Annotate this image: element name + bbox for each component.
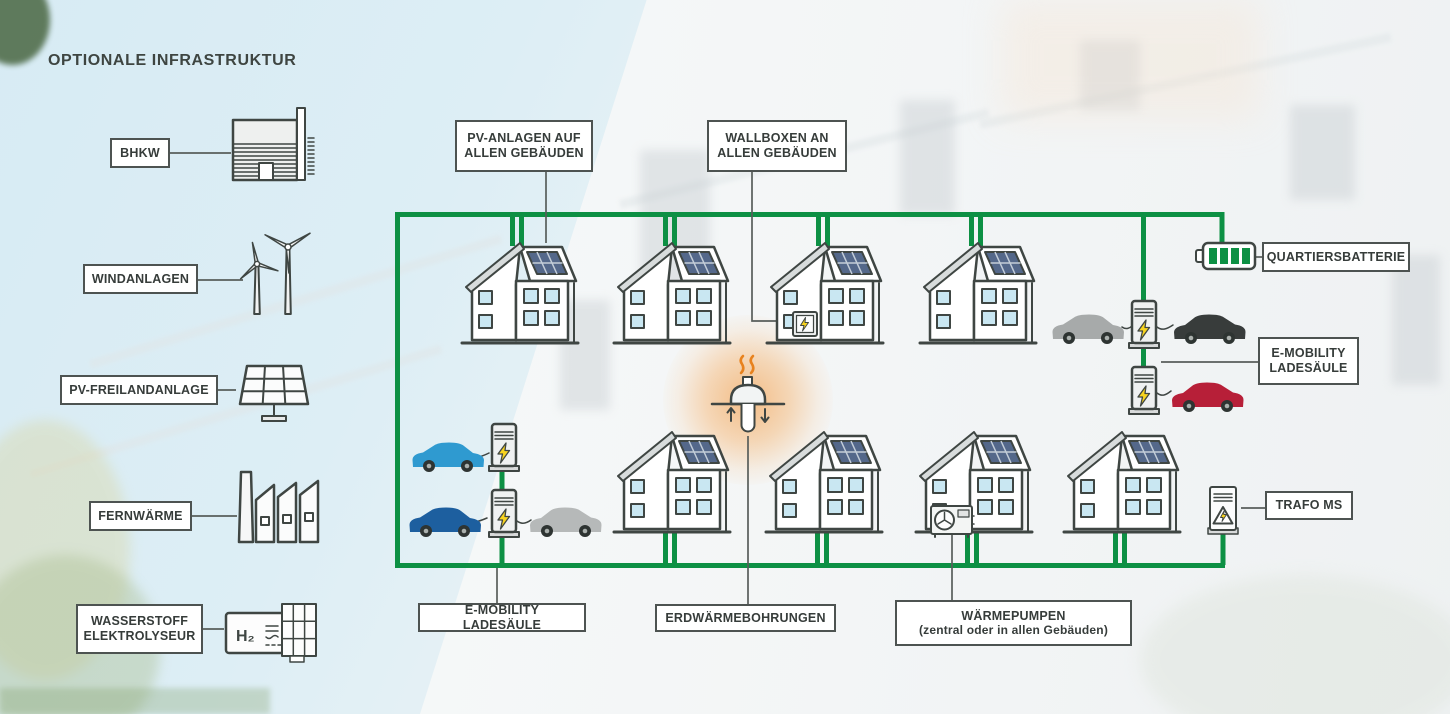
district-battery-icon xyxy=(1195,241,1257,271)
ev-car-red xyxy=(1172,382,1244,412)
callout-e-mobility-ladesaeule-bottom: E-MOBILITY LADESÄULE xyxy=(418,603,586,632)
wind-turbines-icon xyxy=(239,232,311,315)
callout-e-mobility-ladesaeule-right: E-MOBILITY LADESÄULE xyxy=(1258,337,1359,385)
callout-connectors xyxy=(170,152,1265,630)
callout-wallboxen: WALLBOXEN AN ALLEN GEBÄUDEN xyxy=(707,120,847,172)
callout-waermepumpen: WÄRMEPUMPEN (zentral oder in allen Gebäu… xyxy=(895,600,1132,646)
house-with-rooftop-pv-icon xyxy=(612,430,732,534)
callout-erdwaermebohrungen: ERDWÄRMEBOHRUNGEN xyxy=(655,604,836,632)
house-with-rooftop-pv-icon xyxy=(1062,430,1182,534)
ground-mounted-pv-icon xyxy=(238,364,310,422)
callout-waermepumpen-title: WÄRMEPUMPEN xyxy=(961,608,1066,623)
houses-with-rooftop-pv xyxy=(460,241,1182,534)
callout-quartiersbatterie: QUARTIERSBATTERIE xyxy=(1262,242,1410,272)
ev-charging-station-icon xyxy=(1127,365,1161,416)
district-heating-icon xyxy=(237,470,320,544)
ev-charging-station-icon xyxy=(487,422,521,473)
ev-car-black xyxy=(1174,314,1246,344)
ev-charging-station-icon xyxy=(487,488,521,539)
sidebar-item-wasserstoff-elektrolyseur: WASSERSTOFF ELEKTROLYSEUR xyxy=(76,604,203,654)
ev-car-light-blue xyxy=(412,442,484,472)
sidebar-item-windanlagen: WINDANLAGEN xyxy=(83,264,198,294)
ev-car-silver xyxy=(530,507,602,537)
h2-label: H₂ xyxy=(236,628,255,645)
sidebar-item-fernwaerme: FERNWÄRME xyxy=(89,501,192,531)
geothermal-probe-icon xyxy=(710,354,786,433)
wallbox-icon xyxy=(792,311,818,337)
sidebar-item-pv-freilandanlage: PV-FREILANDANLAGE xyxy=(60,375,218,405)
page-title: OPTIONALE INFRASTRUKTUR xyxy=(48,52,297,69)
ev-charging-station-icon xyxy=(1127,299,1161,350)
house-with-rooftop-pv-icon xyxy=(764,430,884,534)
callout-trafo-ms: TRAFO MS xyxy=(1265,491,1353,520)
house-with-rooftop-pv-icon xyxy=(460,241,580,345)
house-with-rooftop-pv-icon xyxy=(765,241,885,345)
house-with-rooftop-pv-icon xyxy=(918,241,1038,345)
callout-pv-anlagen: PV-ANLAGEN AUF ALLEN GEBÄUDEN xyxy=(455,120,593,172)
callout-waermepumpen-subtitle: (zentral oder in allen Gebäuden) xyxy=(918,623,1109,638)
house-with-rooftop-pv-icon xyxy=(612,241,732,345)
hydrogen-electrolyzer-icon: H₂ xyxy=(224,603,317,663)
heat-pump-icon xyxy=(930,505,975,538)
chp-plant-icon xyxy=(231,107,315,182)
ev-car-dark-blue xyxy=(409,507,481,537)
green-grid-network xyxy=(395,212,1226,568)
ev-car-gray xyxy=(1052,314,1124,344)
sidebar-item-bhkw: BHKW xyxy=(110,138,170,168)
transformer-cabinet-icon xyxy=(1207,486,1239,535)
